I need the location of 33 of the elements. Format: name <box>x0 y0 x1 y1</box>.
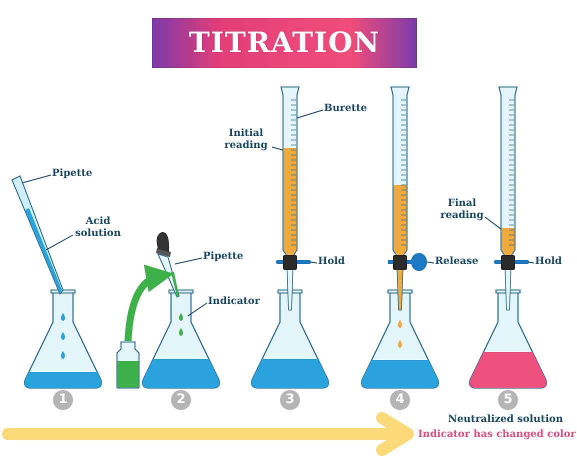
callout-label: Hold <box>318 256 345 268</box>
callout-label: Release <box>435 256 478 268</box>
leader-line <box>484 216 502 230</box>
callout-label: Hold <box>535 256 562 268</box>
step-number-badge: 3 <box>280 390 300 410</box>
callout-label: Pipette <box>203 251 244 263</box>
step-number-badge: 5 <box>498 390 518 410</box>
note-text: Indicator has changed color <box>418 429 576 440</box>
burette-drawing <box>276 86 311 310</box>
title-banner: TITRATION <box>152 18 417 68</box>
bottle-drawing <box>116 341 140 389</box>
step-number-badge: 1 <box>53 390 73 410</box>
callout-label: Indicator <box>208 296 260 308</box>
callout-label: Pipette <box>52 168 92 180</box>
callout-label: Acid solution <box>74 216 122 240</box>
leader-line <box>187 302 208 316</box>
leader-line <box>22 174 52 184</box>
note-text: Neutralized solution <box>448 414 563 425</box>
leader-line <box>46 234 74 250</box>
leader-line <box>309 262 318 264</box>
leader-line <box>426 262 434 264</box>
step-number-badge: 2 <box>171 390 191 410</box>
leader-line <box>296 110 324 118</box>
leader-line <box>527 262 534 264</box>
burette-drawing <box>494 86 529 310</box>
callout-label: Final reading <box>440 198 484 222</box>
leader-line <box>272 146 284 151</box>
curved-arrow <box>124 266 174 342</box>
callout-label: Burette <box>324 103 367 115</box>
leader-line <box>174 258 202 264</box>
burette-drawing <box>388 86 427 310</box>
callout-label: Initial reading <box>221 128 271 152</box>
step-number-badge: 4 <box>390 390 410 410</box>
